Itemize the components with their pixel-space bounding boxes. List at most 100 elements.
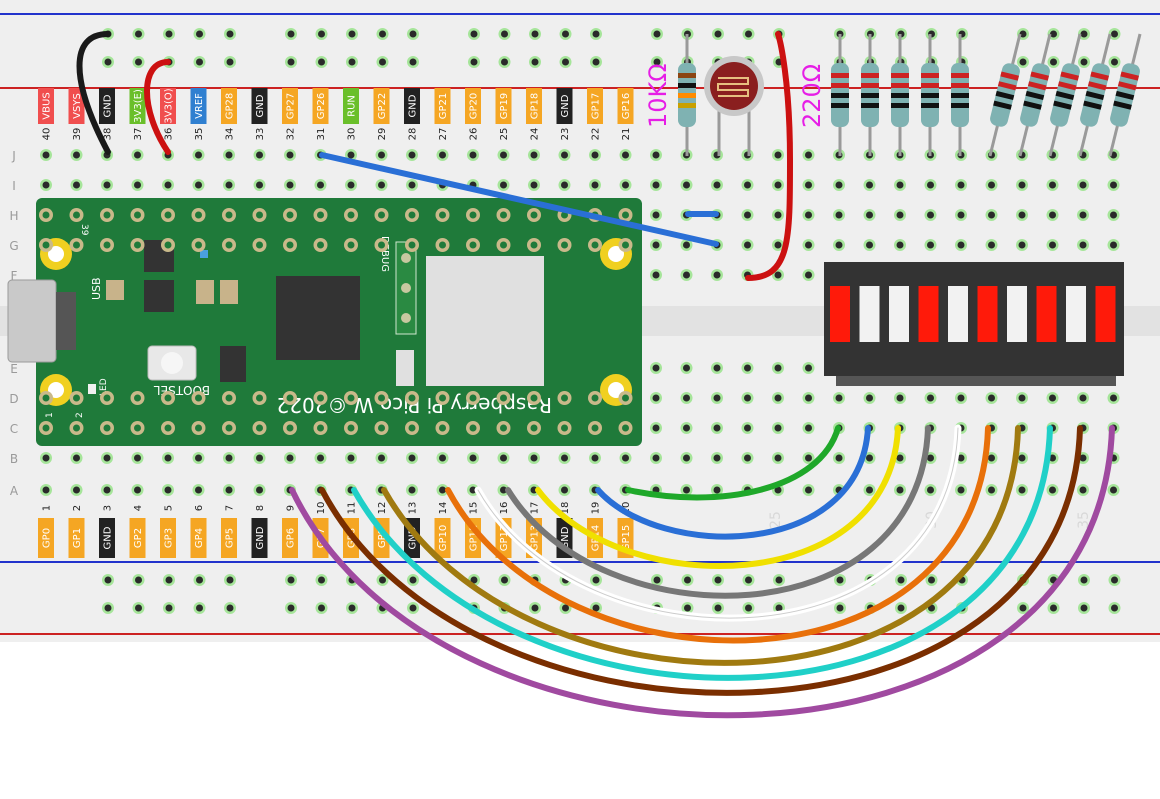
hole	[774, 271, 782, 279]
hole	[500, 454, 507, 462]
pin-number: 26	[469, 128, 480, 141]
hole	[225, 151, 233, 159]
pin-label-name: GP6	[286, 528, 297, 548]
hole	[1018, 211, 1026, 219]
rail-hole	[104, 576, 112, 584]
hole	[835, 394, 843, 402]
wire-led3-yellow	[535, 425, 901, 570]
pin-label-badge	[99, 518, 115, 558]
pin-number: 9	[286, 505, 297, 511]
row-letter: G	[9, 239, 18, 253]
pin-number: 12	[377, 502, 388, 515]
hole	[1079, 181, 1087, 189]
pico-pin-hole	[134, 394, 141, 402]
rail-hole	[1111, 58, 1118, 66]
hole	[591, 181, 599, 189]
hole	[225, 181, 233, 189]
pico-pin-hole	[164, 394, 172, 402]
pin-label-name: GP20	[469, 93, 480, 120]
wire-led4-gray	[505, 425, 931, 599]
rail-hole	[1080, 576, 1088, 584]
hole	[805, 151, 812, 159]
hole	[866, 454, 873, 462]
rail-hole	[287, 576, 295, 584]
hole	[866, 211, 873, 219]
pin-label-name: RUN	[347, 95, 358, 117]
pin-label-name: GP15	[621, 525, 632, 552]
pico-pin-hole	[622, 424, 629, 432]
resistor-band	[861, 103, 879, 108]
hole	[683, 486, 690, 494]
debug-pin-2	[401, 283, 411, 293]
pico-pin-hole	[73, 211, 80, 219]
hole	[805, 454, 812, 462]
rail-hole	[226, 30, 234, 38]
hole	[530, 454, 538, 462]
pin-label-name: GP1	[72, 528, 83, 548]
pico-pin-hole	[286, 211, 294, 219]
pin-label-name: GND	[103, 94, 114, 117]
inductor-1	[196, 280, 214, 304]
led-bar-segment	[1007, 286, 1027, 342]
hole	[713, 394, 721, 402]
pin-number: 17	[530, 502, 541, 515]
rail-hole	[1111, 576, 1118, 584]
resistor-band	[921, 73, 939, 78]
hole	[774, 454, 782, 462]
hole	[805, 486, 812, 494]
pin-label-name: GP27	[286, 93, 297, 120]
rail-hole	[531, 58, 539, 66]
top-pin-labels: VBUS40VSYS39GND383V3(E)373V3(O)36VREF35G…	[38, 88, 634, 140]
hole	[988, 211, 995, 219]
pin-number: 39	[72, 128, 83, 141]
led-bar-segment	[830, 286, 850, 342]
pico-pin-hole	[225, 424, 233, 432]
rail-hole	[775, 604, 783, 612]
hole	[42, 486, 50, 494]
pico-pin-hole	[530, 241, 538, 249]
led-component	[88, 384, 96, 394]
pin-label-badge	[160, 88, 176, 124]
pico-pin-hole	[42, 211, 50, 219]
hole	[561, 454, 568, 462]
pico-pin-hole	[103, 424, 111, 432]
rail-hole	[928, 576, 935, 584]
row-letter: J	[11, 149, 16, 163]
hole	[378, 181, 385, 189]
pin-label-badge	[68, 88, 85, 124]
hole	[866, 394, 873, 402]
hole	[1110, 211, 1117, 219]
hole	[744, 181, 751, 189]
pico-pin-hole	[408, 394, 416, 402]
rail-hole	[745, 604, 752, 612]
pico-pin-hole	[591, 394, 599, 402]
hole	[835, 181, 843, 189]
pin-label-name: GP5	[225, 528, 236, 548]
hole	[1049, 211, 1056, 219]
pico-pin-hole	[622, 241, 629, 249]
rail-hole	[135, 30, 142, 38]
rail-hole	[1080, 30, 1088, 38]
pico-pin-hole	[286, 424, 294, 432]
rail-hole	[897, 604, 905, 612]
pin-number: 11	[347, 502, 358, 515]
hole	[805, 424, 812, 432]
rail-hole	[836, 604, 844, 612]
resistor	[1080, 63, 1110, 127]
pin-label-badge	[68, 518, 85, 558]
hole	[561, 181, 568, 189]
pin-number: 8	[255, 505, 266, 511]
rail-hole	[562, 604, 569, 612]
hole	[622, 181, 629, 189]
bootsel-button-cap	[161, 352, 183, 374]
rail-hole	[836, 576, 844, 584]
pico-pin-hole	[408, 241, 416, 249]
ldr-trace	[717, 77, 749, 97]
hole	[73, 181, 80, 189]
pico-pin-hole	[500, 241, 507, 249]
hole	[469, 151, 477, 159]
hole	[988, 181, 995, 189]
pin-number: 18	[560, 502, 571, 515]
hole	[866, 486, 873, 494]
